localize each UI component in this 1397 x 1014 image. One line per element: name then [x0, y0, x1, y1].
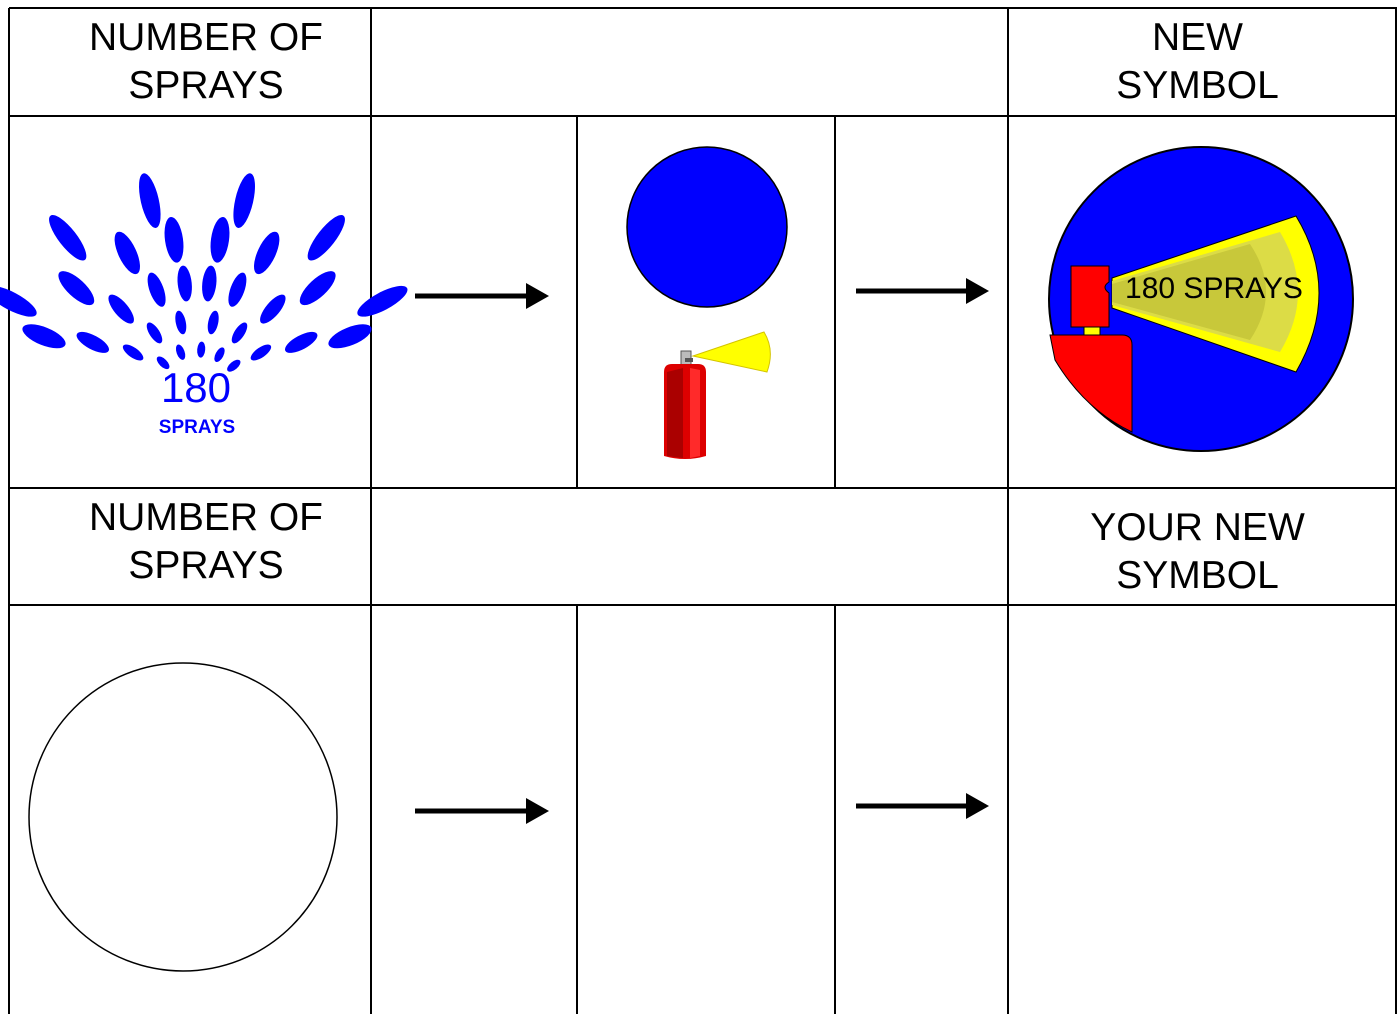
sprays-number: 180 [161, 364, 231, 411]
spray-drop-0-0 [0, 285, 37, 317]
spray-drop-3-1 [146, 322, 163, 344]
spray-drop-1-1 [58, 271, 95, 306]
new-symbol-label: 180 SPRAYS [1125, 272, 1303, 305]
spray-drop-2-5 [228, 272, 247, 307]
spray-drop-2-0 [76, 331, 110, 353]
new-symbol-icon: 180 SPRAYS [1048, 146, 1354, 452]
right-arrow-icon [856, 278, 989, 304]
spray-drop-4-2 [197, 341, 206, 358]
spray-drop-2-6 [260, 294, 286, 324]
spray-drop-3-0 [122, 344, 144, 361]
spray-drop-4-3 [214, 347, 225, 363]
spray-drop-2-1 [108, 294, 134, 324]
spray-drop-0-2 [139, 173, 161, 228]
spray-drop-4-4 [227, 359, 241, 372]
spray-drop-0-1 [49, 215, 87, 261]
spray-drop-2-7 [284, 331, 318, 353]
spray-drop-1-2 [114, 231, 140, 275]
blank-number-of-sprays-header: NUMBER OF SPRAYS [89, 496, 323, 587]
table-lines [8, 7, 1397, 1014]
blank-your-new-symbol-header: YOUR NEW SYMBOL [1090, 506, 1305, 597]
spray-drop-2-4 [202, 265, 217, 302]
blue-circle-icon [626, 146, 788, 308]
empty-circle-icon [28, 662, 338, 972]
right-arrow-icon [415, 283, 549, 309]
example-new-symbol-header: NEW SYMBOL [1116, 16, 1279, 107]
spray-fan-icon [0, 173, 408, 372]
right-arrow-icon [415, 798, 549, 824]
spray-can-icon [664, 331, 771, 459]
spray-drop-1-3 [164, 216, 184, 263]
spray-drop-1-6 [299, 271, 336, 306]
spray-drop-3-4 [231, 322, 248, 344]
spray-drop-3-5 [250, 344, 272, 361]
spray-drop-0-4 [307, 215, 345, 261]
example-number-of-sprays-header: NUMBER OF SPRAYS [89, 16, 323, 107]
spray-drop-4-1 [175, 344, 186, 360]
spray-drop-0-3 [233, 173, 255, 228]
spray-drop-1-4 [210, 216, 230, 263]
spray-drop-1-7 [328, 324, 372, 349]
spray-drop-3-3 [207, 310, 219, 335]
spray-drop-2-2 [147, 272, 166, 307]
spray-drop-0-5 [357, 285, 408, 317]
spray-drop-1-5 [254, 231, 280, 275]
spray-drop-2-3 [177, 265, 192, 302]
spray-drop-4-0 [156, 356, 170, 370]
right-arrow-icon [856, 793, 989, 819]
spray-drop-3-2 [175, 310, 187, 335]
spray-drop-1-0 [22, 324, 66, 349]
sprays-caption: SPRAYS [159, 417, 235, 438]
